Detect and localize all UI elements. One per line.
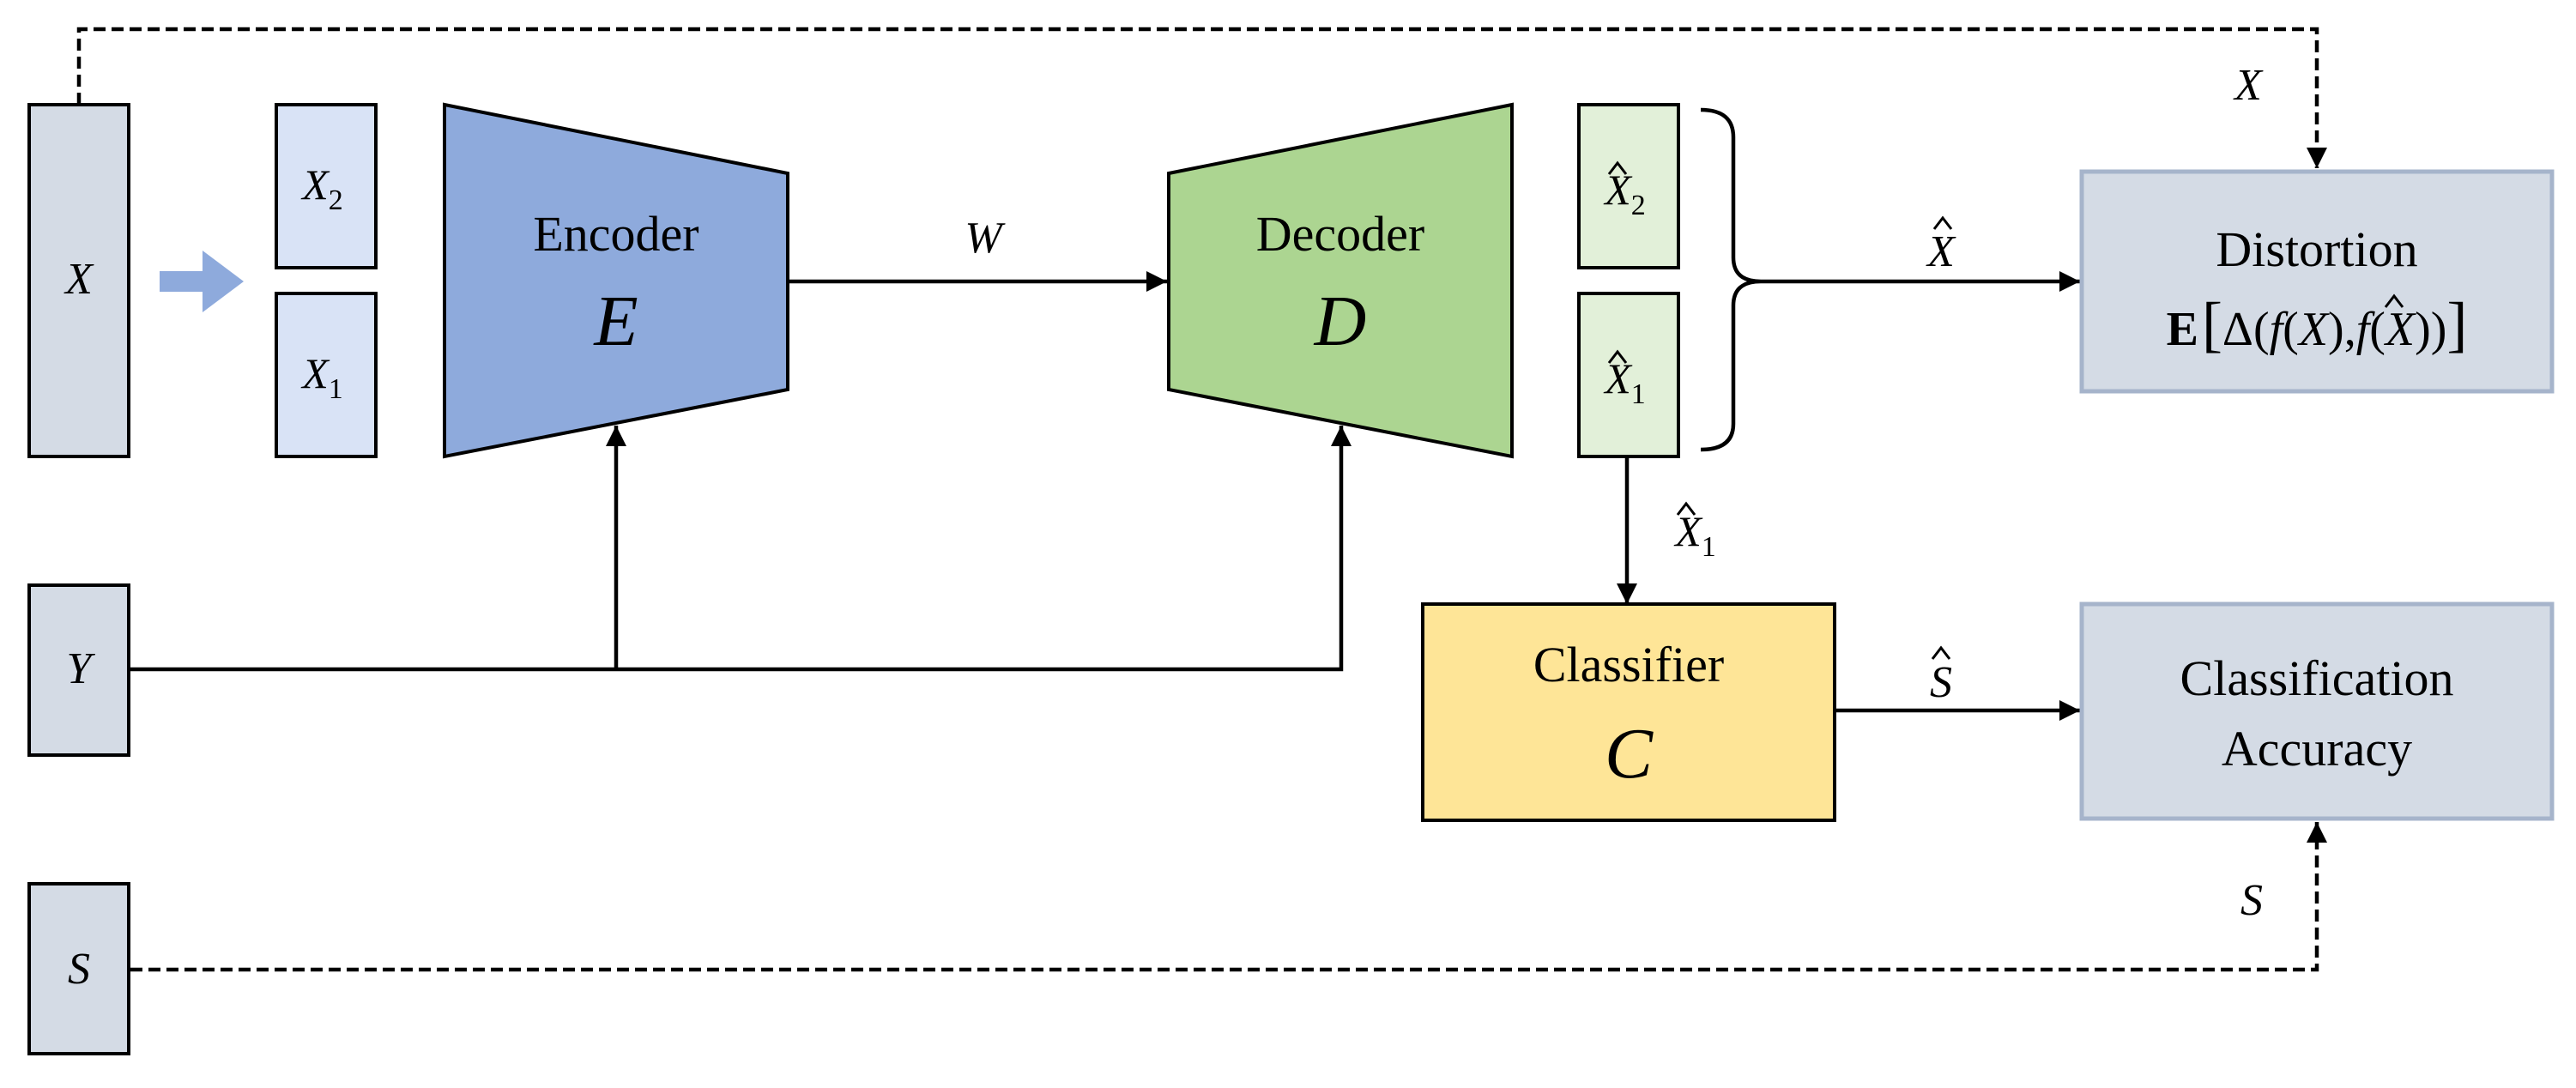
- recon-x1-hat-icon: [1607, 349, 1628, 364]
- classifier-block: [1421, 602, 1836, 822]
- formula-delta: Δ: [2222, 303, 2253, 356]
- split-x2-box: [275, 103, 378, 269]
- encoder-symbol: E: [593, 281, 638, 361]
- edge-label-x-top: X: [2233, 61, 2264, 110]
- input-x-label: X: [63, 255, 94, 304]
- split-x1-base: X: [300, 349, 330, 397]
- recon-x1-sub: 1: [1631, 378, 1646, 410]
- formula-close2: ): [2328, 303, 2344, 356]
- formula-open2: (: [2283, 303, 2299, 356]
- input-s-label: S: [68, 945, 90, 994]
- split-x1-label: X1: [300, 349, 343, 405]
- brace-icon: [1700, 107, 1762, 452]
- split-x2-sub: 2: [329, 184, 343, 216]
- input-y-label: Y: [67, 644, 96, 693]
- distortion-formula: E[Δ(f(X),f(X))]: [2167, 290, 2468, 359]
- recon-x2-hat-icon: [1607, 160, 1628, 175]
- decoder-block: [1167, 102, 1514, 459]
- edge-shat-hat-icon: [1931, 645, 1951, 660]
- split-x2-label: X2: [300, 160, 343, 216]
- formula-open1: (: [2253, 303, 2270, 356]
- accuracy-line2: Accuracy: [2222, 721, 2412, 777]
- accuracy-box: [2079, 601, 2555, 821]
- dashed-s-connector: [130, 822, 2327, 972]
- encoder-title: Encoder: [533, 206, 698, 262]
- edge-label-xhat: X: [1926, 227, 1956, 276]
- recon-x2-box: [1577, 103, 1680, 269]
- recon-x1-box: [1577, 292, 1680, 458]
- recon-x1-base: X: [1603, 354, 1633, 402]
- edge-x1hat-hat-icon: [1676, 501, 1696, 516]
- formula-close3: ): [2415, 303, 2431, 356]
- distortion-box: [2079, 169, 2555, 394]
- input-y-box: [27, 583, 130, 757]
- encoder-block: [443, 102, 789, 459]
- split-x1-sub: 1: [329, 373, 343, 405]
- distortion-title: Distortion: [2216, 221, 2417, 277]
- edge-xhat-hat-icon: [1932, 215, 1953, 230]
- recon-x2-sub: 2: [1631, 190, 1646, 221]
- input-x-box: [27, 103, 130, 458]
- formula-lbracket: [: [2202, 290, 2222, 359]
- formula-open3: (: [2369, 303, 2386, 356]
- split-x2-base: X: [300, 160, 330, 209]
- decoder-symbol: D: [1314, 281, 1367, 361]
- formula-hat-icon: [2384, 293, 2404, 308]
- accuracy-line1: Classification: [2180, 650, 2454, 706]
- dashed-x-connector: [76, 27, 2327, 168]
- formula-close1: ): [2431, 303, 2447, 356]
- formula-comma: ,: [2344, 303, 2356, 356]
- split-x1-box: [275, 292, 378, 458]
- recon-x2-base: X: [1603, 166, 1633, 214]
- classifier-title: Classifier: [1533, 637, 1724, 692]
- edge-label-s-bottom: S: [2240, 876, 2263, 925]
- formula-rbracket: ]: [2446, 290, 2467, 359]
- edge-label-w: W: [964, 214, 1006, 263]
- edge-label-x1hat: X1: [1673, 507, 1716, 563]
- expectation-symbol: E: [2167, 303, 2198, 356]
- split-arrow-icon: [160, 251, 244, 312]
- edge-label-shat: S: [1930, 658, 1952, 707]
- y-to-decoder-line: [130, 426, 1351, 672]
- recon-x1-label: X1: [1603, 354, 1646, 410]
- formula-arg2: X: [2384, 303, 2417, 356]
- classifier-symbol: C: [1605, 714, 1654, 794]
- edge-x1hat-sub: 1: [1702, 531, 1716, 563]
- input-s-box: [27, 882, 130, 1055]
- recon-x2-label: X2: [1603, 166, 1646, 221]
- decoder-title: Decoder: [1256, 206, 1424, 262]
- formula-arg1: X: [2297, 303, 2331, 356]
